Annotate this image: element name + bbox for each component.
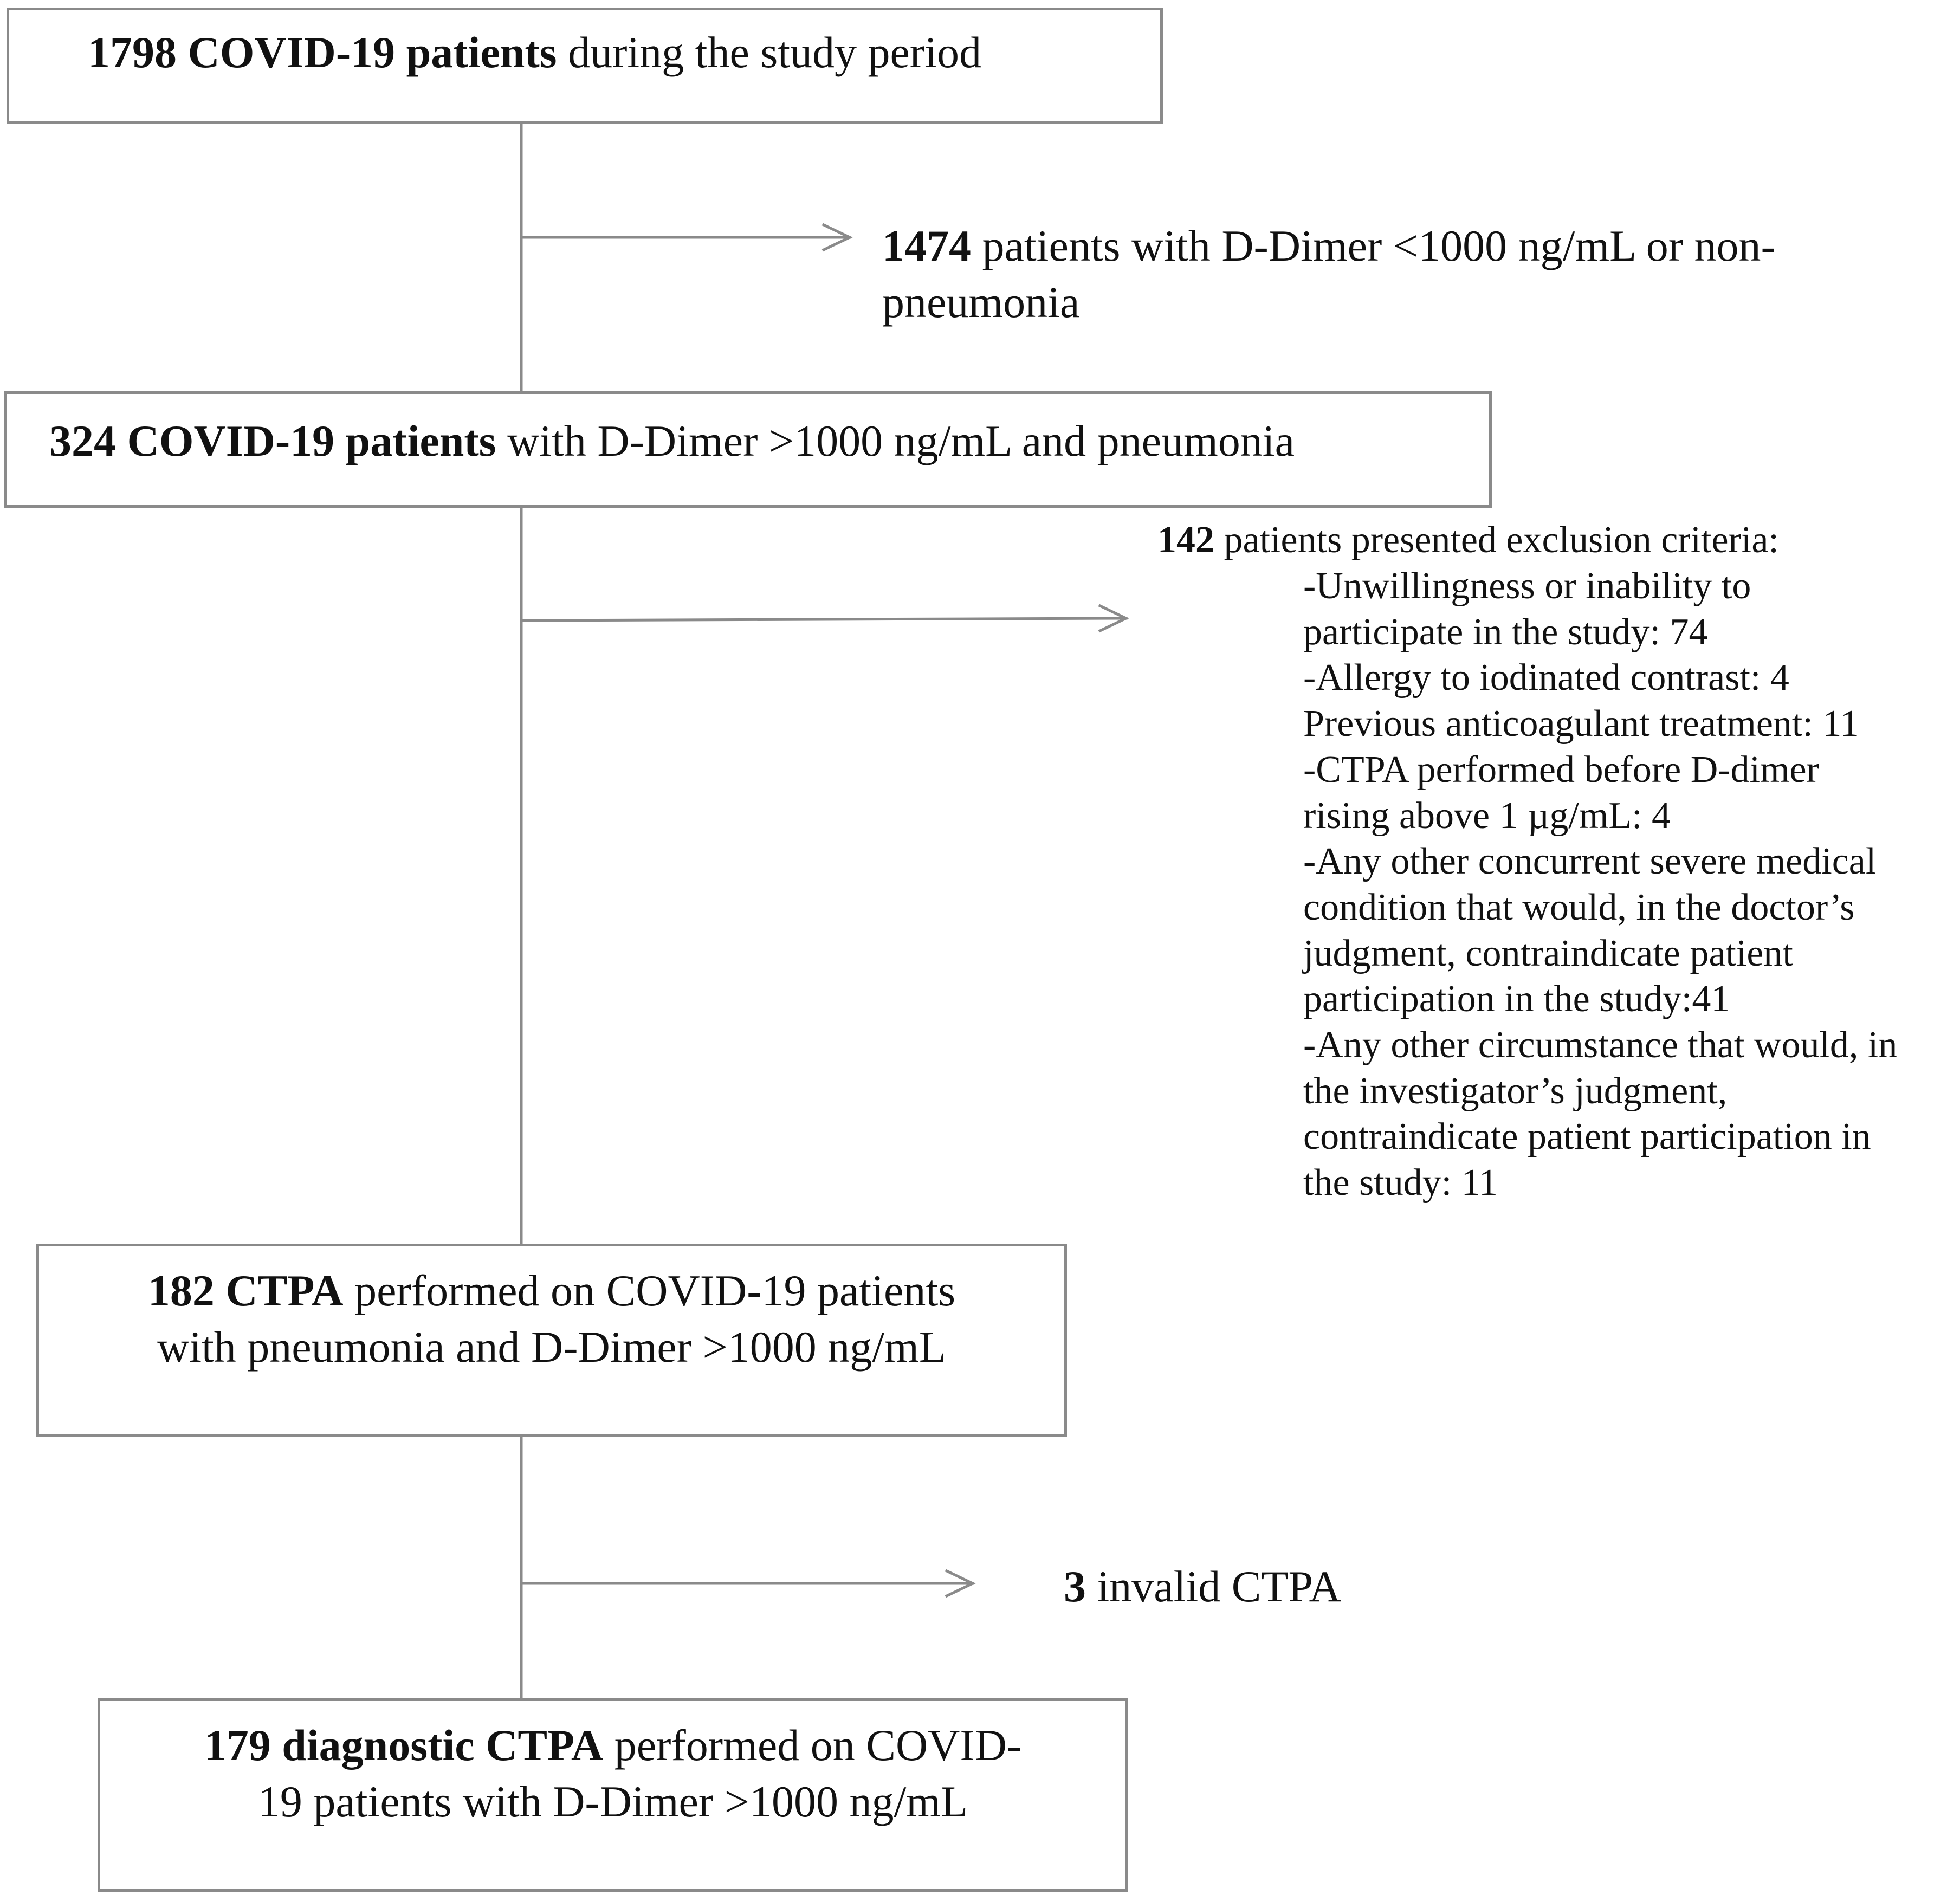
exclusion-line: Previous anticoagulant treatment: 11: [1303, 703, 1859, 745]
exclusion-count: 142: [1157, 519, 1214, 561]
arrowhead-excluded-142: [1098, 604, 1129, 633]
exclusion-line: rising above 1 µg/mL: 4: [1303, 794, 1671, 837]
ctpa-performed-label-line1: performed on COVID-19 patients: [343, 1266, 956, 1315]
exclusion-line: the study: 11: [1303, 1162, 1498, 1204]
excluded-1474-label-line1: patients with D-Dimer <1000 ng/mL or non…: [971, 221, 1776, 270]
diagnostic-ctpa-label-line1: performed on COVID-: [603, 1721, 1022, 1770]
box-diagnostic-ctpa: 179 diagnostic CTPA performed on COVID- …: [98, 1698, 1128, 1892]
ctpa-performed-count: 182 CTPA: [147, 1266, 344, 1315]
exclusion-criteria-list: -Unwillingness or inability to participa…: [1303, 564, 1897, 1206]
exclusion-line: -Unwillingness or inability to: [1303, 565, 1751, 607]
exclusion-header: 142 patients presented exclusion criteri…: [1157, 518, 1779, 563]
exclusion-line: the investigator’s judgment,: [1303, 1070, 1728, 1112]
eligible-patients-label: with D-Dimer >1000 ng/mL and pneumonia: [496, 416, 1295, 465]
box-eligible-patients-text: 324 COVID-19 patients with D-Dimer >1000…: [49, 413, 1295, 469]
total-patients-label: during the study period: [557, 28, 982, 77]
arrow-line-excluded-142: [520, 617, 1128, 622]
arrowhead-invalid-3: [945, 1569, 976, 1598]
exclusion-line: participation in the study:41: [1303, 978, 1730, 1020]
diagnostic-ctpa-count: 179 diagnostic CTPA: [204, 1721, 604, 1770]
exclusion-line: judgment, contraindicate patient: [1303, 932, 1793, 974]
box-total-patients-text: 1798 COVID-19 patients during the study …: [88, 24, 981, 81]
invalid-ctpa-count: 3: [1064, 1562, 1086, 1611]
total-patients-count: 1798 COVID-19 patients: [88, 28, 557, 77]
box-ctpa-performed-text: 182 CTPA performed on COVID-19 patients …: [39, 1263, 1064, 1375]
excluded-1474-label-line2: pneumonia: [882, 277, 1080, 327]
box-ctpa-performed: 182 CTPA performed on COVID-19 patients …: [36, 1244, 1067, 1437]
box-total-patients: 1798 COVID-19 patients during the study …: [7, 8, 1163, 124]
exclusion-line: contraindicate patient participation in: [1303, 1116, 1871, 1158]
exclusion-line: -Allergy to iodinated contrast: 4: [1303, 657, 1789, 699]
exclusion-line: -Any other circumstance that would, in: [1303, 1024, 1898, 1066]
ctpa-performed-label-line2: with pneumonia and D-Dimer >1000 ng/mL: [157, 1322, 946, 1372]
exclusion-line: -CTPA performed before D-dimer: [1303, 748, 1819, 791]
exclusion-line: condition that would, in the doctor’s: [1303, 886, 1855, 928]
exclusion-line: -Any other concurrent severe medical: [1303, 840, 1877, 883]
box-eligible-patients: 324 COVID-19 patients with D-Dimer >1000…: [4, 391, 1492, 508]
excluded-1474-text: 1474 patients with D-Dimer <1000 ng/mL o…: [882, 218, 1776, 331]
excluded-1474-count: 1474: [882, 221, 971, 270]
box-diagnostic-ctpa-text: 179 diagnostic CTPA performed on COVID- …: [100, 1717, 1125, 1830]
invalid-ctpa-text: 3 invalid CTPA: [1064, 1558, 1341, 1615]
diagnostic-ctpa-label-line2: 19 patients with D-Dimer >1000 ng/mL: [257, 1777, 968, 1826]
exclusion-header-label: patients presented exclusion criteria:: [1214, 519, 1779, 561]
eligible-patients-count: 324 COVID-19 patients: [49, 416, 496, 465]
arrowhead-excluded-1474: [821, 223, 853, 252]
exclusion-line: participate in the study: 74: [1303, 611, 1708, 653]
invalid-ctpa-label: invalid CTPA: [1086, 1562, 1341, 1611]
